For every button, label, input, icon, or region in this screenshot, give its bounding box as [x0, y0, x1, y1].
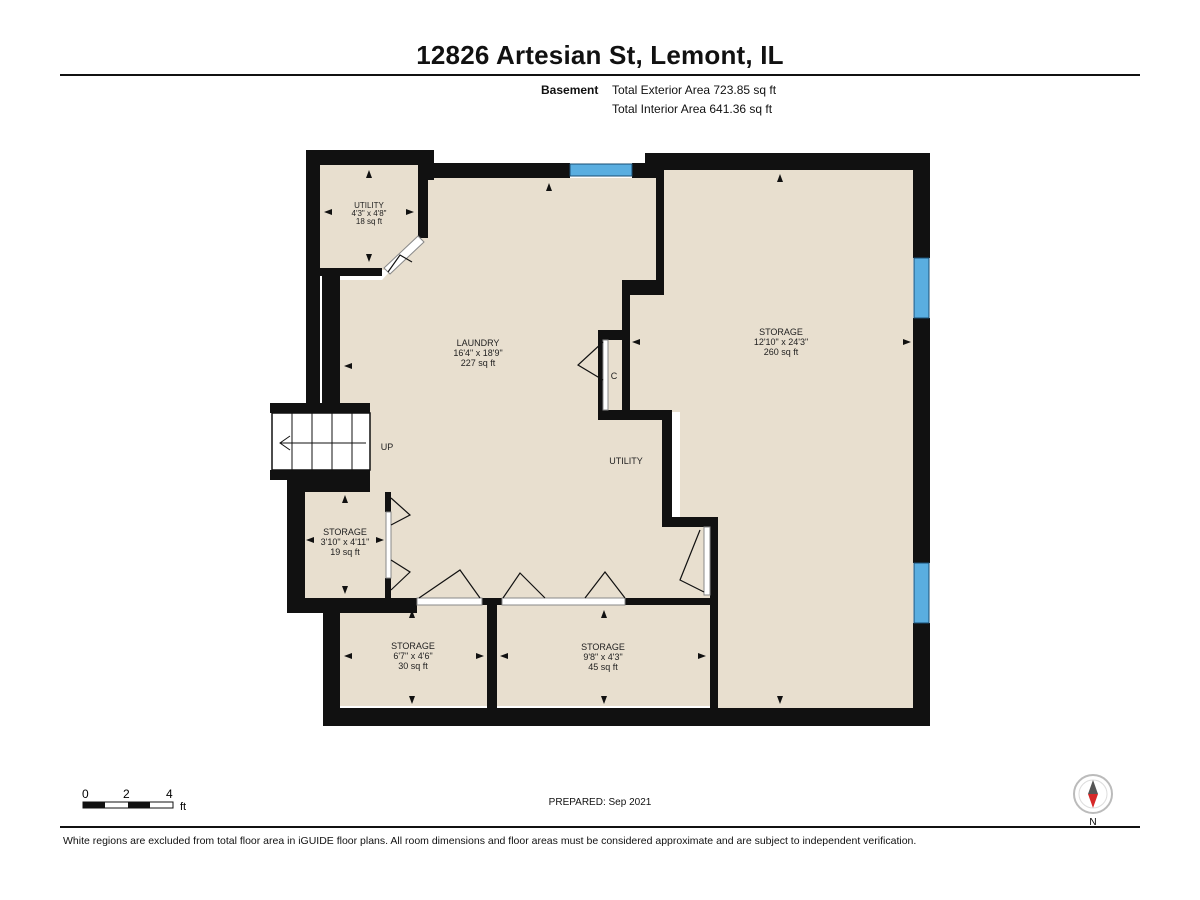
- door-swings: [387, 254, 705, 599]
- room-storage-small-dims: 3'10" x 4'11": [321, 537, 370, 547]
- room-storage-wide-area: 45 sq ft: [588, 662, 618, 672]
- room-laundry-dims: 16'4" x 18'9": [453, 348, 502, 358]
- room-storage-large-area: 260 sq ft: [764, 347, 799, 357]
- room-laundry-area: 227 sq ft: [461, 358, 496, 368]
- footer-rule: [60, 826, 1140, 828]
- dimension-arrows: [306, 170, 911, 704]
- room-storage-large-dims: 12'10" x 24'3": [754, 337, 808, 347]
- room-storage-mid-area: 30 sq ft: [398, 661, 428, 671]
- room-storage-wide-name: STORAGE: [581, 642, 625, 652]
- room-storage-small-area: 19 sq ft: [330, 547, 360, 557]
- scale-bar: 0 2 4 ft: [78, 786, 198, 821]
- north-compass-icon: N: [1070, 772, 1116, 833]
- compass-label: N: [1089, 817, 1096, 828]
- scale-tick-0: 0: [82, 787, 89, 801]
- room-storage-large-name: STORAGE: [759, 327, 803, 337]
- room-laundry-name: LAUNDRY: [457, 338, 500, 348]
- prepared-date: PREPARED: Sep 2021: [548, 797, 652, 808]
- interior-area: Total Interior Area 641.36 sq ft: [612, 102, 773, 116]
- room-storage-wide-dims: 9'8" x 4'3": [583, 652, 622, 662]
- room-utility-small-name: UTILITY: [354, 201, 384, 210]
- room-utility-small-dims: 4'3" x 4'8": [352, 209, 387, 218]
- room-utility-small-area: 18 sq ft: [356, 217, 383, 226]
- room-utility-label: UTILITY: [609, 456, 643, 466]
- page-title: 12826 Artesian St, Lemont, IL: [416, 40, 784, 70]
- stairs-up-label: UP: [381, 442, 394, 452]
- walls: [270, 150, 930, 726]
- windows: [569, 163, 930, 624]
- scale-tick-4: 4: [166, 787, 173, 801]
- floor-fill: [302, 165, 913, 708]
- header-rule: [60, 74, 1140, 76]
- disclaimer: White regions are excluded from total fl…: [63, 835, 917, 847]
- exterior-area: Total Exterior Area 723.85 sq ft: [612, 83, 777, 97]
- floor-name: Basement: [541, 83, 599, 97]
- room-storage-small-name: STORAGE: [323, 527, 367, 537]
- scale-tick-2: 2: [123, 787, 130, 801]
- room-storage-mid-name: STORAGE: [391, 641, 435, 651]
- closet-label: C: [611, 371, 618, 381]
- room-storage-mid-dims: 6'7" x 4'6": [393, 651, 432, 661]
- stairs: [271, 412, 371, 471]
- room-labels: UTILITY 4'3" x 4'8" 18 sq ft LAUNDRY 16'…: [321, 201, 809, 672]
- scale-unit: ft: [180, 801, 186, 813]
